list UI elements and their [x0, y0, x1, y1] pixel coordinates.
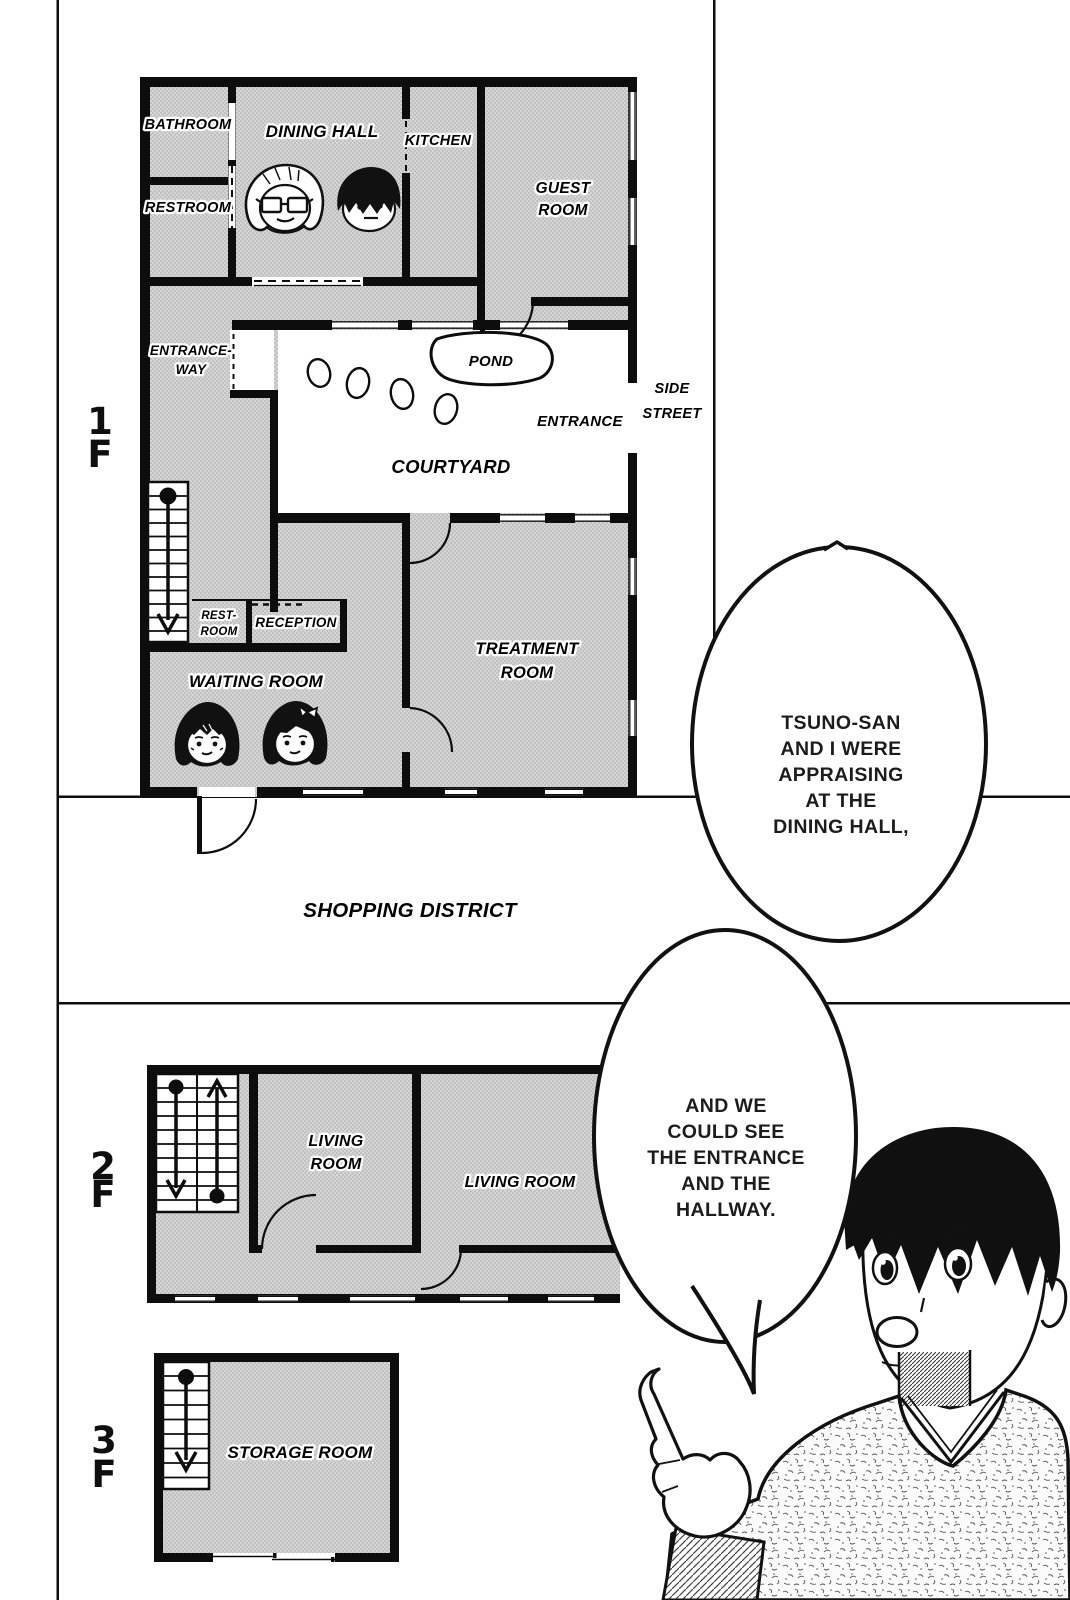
window-symbols-1f: [303, 92, 637, 796]
floor-plan-2f: LIVING ROOM LIVING ROOM: [147, 1065, 620, 1303]
floor-marker-3f-line2: F: [91, 1453, 116, 1496]
room-label-guest-room-2: ROOM: [538, 202, 588, 219]
room-label-treatment-2: ROOM: [501, 664, 554, 682]
character-sweater: [663, 1387, 1070, 1600]
pond-and-stones: [306, 330, 554, 425]
bubble1-line4: AT THE: [805, 790, 876, 812]
face-icon-woman-2: [262, 701, 328, 766]
sliding-doors-1f: [192, 103, 407, 606]
stairs-icon-3f: [161, 1360, 211, 1491]
character-ear: [1040, 1277, 1068, 1329]
room-label-living-room-1a: LIVING: [308, 1133, 363, 1150]
character: [638, 1126, 1070, 1600]
floor-plan-3f: STORAGE ROOM: [154, 1353, 399, 1562]
bubble1-line1: TSUNO-SAN: [781, 712, 901, 734]
entrance-opening: [626, 383, 638, 453]
room-label-entrance: ENTRANCE: [537, 413, 623, 430]
panel-border-left: [56, 0, 59, 1600]
room-label-rest-room-1: REST-: [201, 610, 236, 622]
room-label-dining-hall: DINING HALL: [266, 122, 379, 141]
bubble2-line2: COULD SEE: [667, 1121, 784, 1143]
bubble2-line4: AND THE: [681, 1173, 770, 1195]
room-label-entranceway-2: WAY: [176, 362, 208, 377]
bubble2-line5: HALLWAY.: [676, 1199, 776, 1221]
floor-marker-1f-line1: 1: [87, 400, 113, 443]
bubble1-line5: DINING HALL,: [773, 816, 909, 838]
panel-divider-2: [57, 1002, 1070, 1005]
door-arcs-2f: [260, 1193, 463, 1291]
entranceway-door-area: [230, 330, 274, 397]
room-label-living-room-2: LIVING ROOM: [465, 1174, 576, 1191]
face-icon-elder: [244, 163, 325, 234]
character-hair: [845, 1126, 1061, 1296]
label-side-street-2: STREET: [643, 406, 703, 422]
room-label-guest-room-1: GUEST: [536, 180, 592, 197]
room-label-living-room-1b: ROOM: [311, 1156, 362, 1173]
floor-marker-3f-line1: 3: [91, 1419, 117, 1462]
floor-markers: 1 F 2 F 3 F: [87, 400, 117, 1496]
room-label-entranceway-1: ENTRANCE-: [150, 343, 232, 358]
bubble2-line1: AND WE: [685, 1095, 766, 1117]
room-label-courtyard: COURTYARD: [391, 456, 510, 477]
speech-bubble-1: TSUNO-SAN AND I WERE APPRAISING AT THE D…: [690, 540, 988, 943]
room-label-kitchen: KITCHEN: [405, 133, 472, 149]
character-mouth: [875, 1316, 919, 1348]
character-neck: [897, 1350, 972, 1406]
character-collar: [899, 1391, 1006, 1465]
bubble1-line3: APPRAISING: [778, 764, 903, 786]
floor-marker-2f-line1: 2: [90, 1145, 116, 1188]
speech-bubble-2: AND WE COULD SEE THE ENTRANCE AND THE HA…: [592, 928, 858, 1395]
bubble2-line3: THE ENTRANCE: [647, 1147, 805, 1169]
floor-marker-1f-line2: F: [87, 433, 112, 476]
character-eyes: [865, 1229, 974, 1286]
door-symbol-3f: [213, 1553, 335, 1562]
window-symbols-2f: [175, 1295, 594, 1302]
face-icon-boy: [337, 167, 401, 233]
character-pointing-hand: [638, 1367, 752, 1539]
character-cuff: [661, 1526, 766, 1600]
room-label-waiting-room: WAITING ROOM: [189, 672, 323, 691]
speech-bubble-tail: [690, 1284, 762, 1395]
room-label-restroom: RESTROOM: [145, 200, 232, 216]
label-shopping-district: SHOPPING DISTRICT: [303, 899, 518, 922]
stairs-icon-1f: [146, 480, 190, 644]
bubble1-line2: AND I WERE: [781, 738, 902, 760]
room-label-reception: RECEPTION: [255, 615, 336, 630]
room-label-treatment-1: TREATMENT: [475, 640, 580, 658]
label-side-street-1: SIDE: [654, 381, 690, 397]
room-label-bathroom: BATHROOM: [145, 117, 232, 133]
room-label-pond: POND: [469, 353, 514, 370]
panel-border-right-top: [713, 0, 716, 798]
stairs-icon-2f: [154, 1072, 240, 1214]
face-icon-woman-1: [174, 702, 240, 767]
room-label-storage-room: STORAGE ROOM: [228, 1443, 374, 1462]
room-label-rest-room-2: ROOM: [201, 626, 238, 638]
floor-plan-1f: BATHROOM RESTROOM DINING HALL KITCHEN GU…: [140, 77, 704, 855]
floor-marker-2f-line2: F: [90, 1173, 115, 1216]
pond-shape: [429, 330, 554, 387]
character-nose: [919, 1297, 926, 1313]
